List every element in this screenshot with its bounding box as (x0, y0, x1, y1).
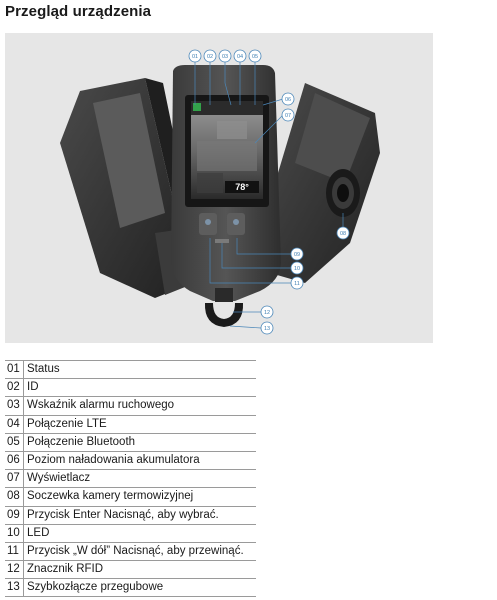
callout-09: 09 (290, 247, 304, 261)
callout-07: 07 (281, 108, 295, 122)
legend-text: Soczewka kamery termowizyjnej (23, 487, 256, 506)
svg-text:07: 07 (285, 113, 291, 119)
device-overview-figure: 78° (5, 33, 433, 343)
legend-text: Szybkozłącze przegubowe (23, 578, 256, 598)
svg-text:13: 13 (264, 326, 270, 332)
quick-release-clip (204, 303, 244, 327)
callout-markers: 01 02 03 04 05 06 (188, 49, 350, 335)
callout-11: 11 (290, 276, 304, 290)
callout-01: 01 (188, 49, 202, 63)
legend-number: 04 (5, 414, 24, 434)
svg-text:04: 04 (237, 54, 243, 60)
legend-number: 12 (5, 560, 24, 579)
legend-text: Status (23, 359, 256, 379)
callout-03: 03 (218, 49, 232, 63)
svg-text:05: 05 (252, 54, 258, 60)
legend-text: ID (23, 378, 256, 397)
callout-13: 13 (260, 321, 274, 335)
status-indicator-icon (193, 103, 201, 111)
legend-text: Połączenie Bluetooth (23, 432, 256, 452)
legend-number: 13 (5, 578, 24, 598)
svg-text:03: 03 (222, 54, 228, 60)
callout-08: 08 (336, 226, 350, 240)
callout-12: 12 (260, 305, 274, 319)
legend-number: 09 (5, 505, 24, 525)
center-device-view: 78° (171, 65, 281, 327)
svg-text:01: 01 (192, 54, 198, 60)
legend-text: Wskaźnik alarmu ruchowego (23, 396, 256, 416)
screen-temperature-readout: 78° (235, 182, 249, 192)
callout-05: 05 (248, 49, 262, 63)
legend-text: Przycisk Enter Nacisnąć, aby wybrać. (23, 505, 256, 525)
legend-text: Przycisk „W dół” Nacisnąć, aby przewinąć… (23, 541, 256, 561)
legend-number: 03 (5, 396, 24, 416)
legend-number: 06 (5, 450, 24, 470)
page-title: Przegląd urządzenia (5, 3, 152, 20)
callout-10: 10 (290, 261, 304, 275)
legend-number: 07 (5, 469, 24, 488)
legend-text: Poziom naładowania akumulatora (23, 450, 256, 470)
callout-04: 04 (233, 49, 247, 63)
svg-text:11: 11 (294, 281, 300, 287)
legend-number: 05 (5, 432, 24, 452)
legend-number: 08 (5, 487, 24, 506)
callout-02: 02 (203, 49, 217, 63)
svg-text:12: 12 (264, 310, 270, 316)
device-illustration: 78° (60, 49, 380, 335)
svg-text:02: 02 (207, 54, 213, 60)
right-device-view (270, 83, 380, 283)
svg-text:09: 09 (294, 252, 300, 258)
svg-text:06: 06 (285, 97, 291, 103)
legend-number: 02 (5, 378, 24, 397)
callout-06: 06 (281, 92, 295, 106)
legend-text: Wyświetlacz (23, 469, 256, 488)
legend-text: Połączenie LTE (23, 414, 256, 434)
svg-text:08: 08 (340, 231, 346, 237)
legend-number: 10 (5, 523, 24, 543)
legend-text: LED (23, 523, 256, 543)
led-indicator (215, 239, 229, 243)
legend-text: Znacznik RFID (23, 560, 256, 579)
legend-number: 01 (5, 359, 24, 379)
svg-text:10: 10 (294, 266, 300, 272)
legend-number: 11 (5, 541, 24, 561)
